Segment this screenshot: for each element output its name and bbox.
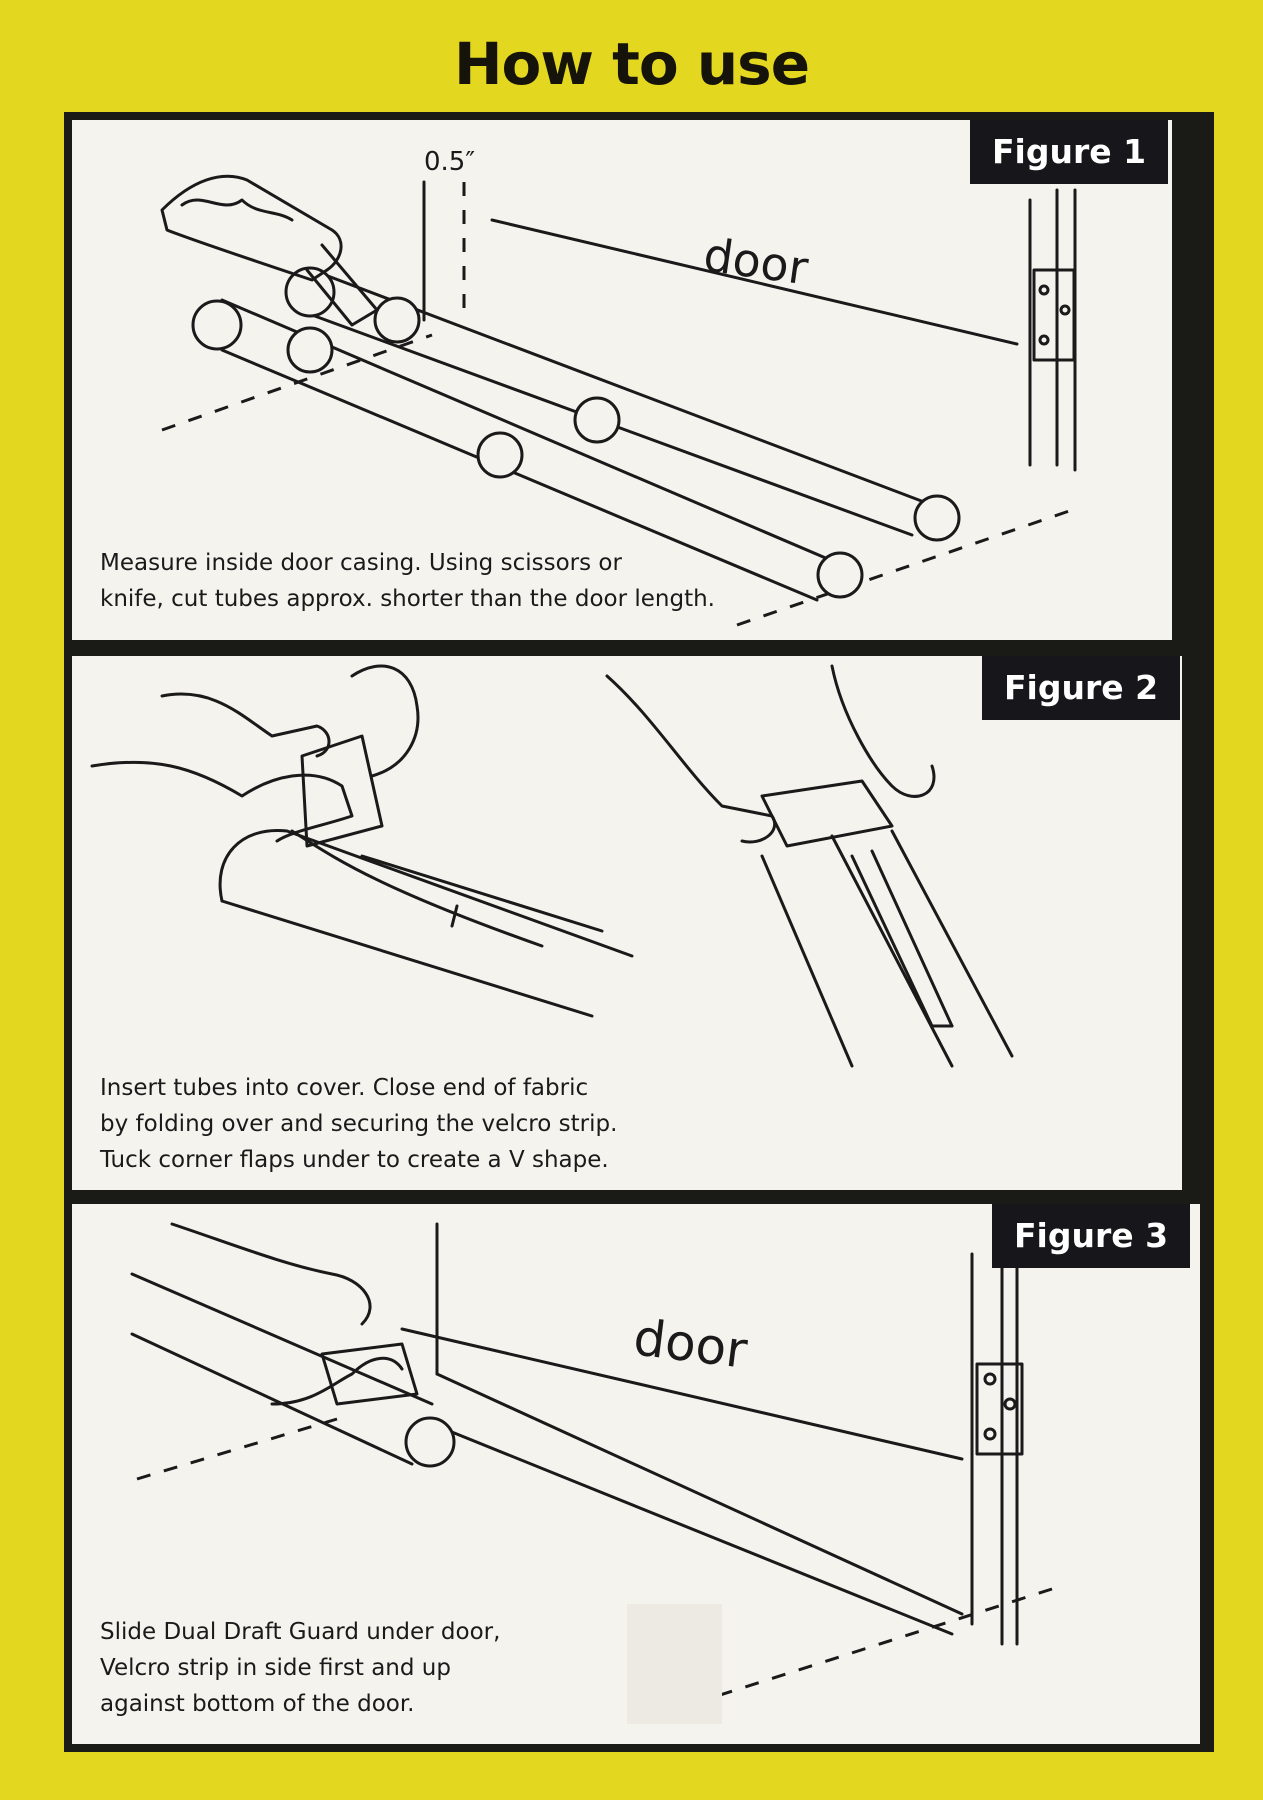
guard-outline bbox=[130, 1332, 414, 1466]
tube-end bbox=[191, 299, 243, 351]
figure-3-badge: Figure 3 bbox=[992, 1204, 1191, 1268]
tube-outline bbox=[360, 854, 604, 933]
figure-2-badge: Figure 2 bbox=[982, 656, 1181, 720]
hinge-screw bbox=[1059, 304, 1071, 316]
tube-end bbox=[404, 1416, 456, 1468]
hinge-screw bbox=[1003, 1397, 1017, 1411]
hinge-screw bbox=[983, 1427, 997, 1441]
guard-outline bbox=[130, 1272, 434, 1406]
right-hand-icon bbox=[350, 664, 420, 778]
figure-1-panel: 0.5″ door Figure 1 Measu bbox=[72, 120, 1172, 640]
door-bottom-line bbox=[435, 1372, 964, 1616]
tube-end bbox=[816, 551, 864, 599]
caption-line: Slide Dual Draft Guard under door, bbox=[100, 1619, 501, 1645]
tape-mark bbox=[627, 1604, 722, 1724]
tube-end bbox=[286, 326, 334, 374]
fabric-flap bbox=[300, 734, 384, 848]
figure-3-panel: door Figure 3 Slide Dual Draft Guard und… bbox=[72, 1204, 1200, 1744]
caption-line: Measure inside door casing. Using scisso… bbox=[100, 550, 622, 576]
hinge-icon bbox=[975, 1362, 1024, 1456]
door-label: door bbox=[631, 1308, 751, 1379]
guard-outline bbox=[760, 854, 854, 1068]
velcro-mark bbox=[450, 904, 459, 928]
caption-line: Tuck corner flaps under to create a V sh… bbox=[100, 1147, 609, 1173]
figure-3-illustration: door bbox=[130, 1222, 1053, 1724]
guard-outline bbox=[430, 1422, 954, 1636]
figure-1-caption: Measure inside door casing. Using scisso… bbox=[100, 545, 715, 617]
knife-grip bbox=[180, 198, 294, 222]
caption-line: knife, cut tubes approx. shorter than th… bbox=[100, 586, 715, 612]
guard-outline bbox=[890, 829, 1014, 1058]
left-hand-icon bbox=[605, 674, 776, 844]
knife-blade bbox=[305, 243, 379, 327]
caption-line: Insert tubes into cover. Close end of fa… bbox=[100, 1075, 589, 1101]
knife-icon bbox=[160, 174, 343, 282]
floor-dashed-line bbox=[136, 1417, 338, 1481]
caption-line: Velcro strip in side first and up bbox=[100, 1655, 451, 1681]
tube-end bbox=[284, 266, 336, 318]
hinge-icon bbox=[1032, 268, 1076, 362]
tube-outline bbox=[220, 348, 819, 602]
tube-end bbox=[573, 396, 621, 444]
figure-2-caption: Insert tubes into cover. Close end of fa… bbox=[100, 1070, 617, 1178]
right-hand-icon bbox=[830, 664, 936, 798]
hand-icon bbox=[270, 1356, 404, 1406]
hinge-screw bbox=[1038, 334, 1050, 346]
caption-line: by folding over and securing the velcro … bbox=[100, 1111, 618, 1137]
figure-3-caption: Slide Dual Draft Guard under door, Velcr… bbox=[100, 1614, 500, 1722]
tube-outline bbox=[290, 829, 544, 948]
hand-icon bbox=[170, 1222, 372, 1326]
tube-end bbox=[913, 494, 961, 542]
measure-label: 0.5″ bbox=[424, 147, 475, 177]
tube-outline bbox=[220, 899, 594, 1018]
left-hand-icon bbox=[160, 692, 331, 758]
door-bottom-line bbox=[490, 218, 1019, 346]
page-title: How to use bbox=[453, 30, 810, 98]
velcro-strip bbox=[850, 854, 934, 1028]
figure-2-panel: Figure 2 Insert tubes into cover. Close … bbox=[72, 656, 1182, 1190]
tube-end bbox=[373, 296, 421, 344]
figure-1-illustration: 0.5″ door bbox=[160, 147, 1077, 627]
hinge-screw bbox=[983, 1372, 997, 1386]
floor-dashed-line bbox=[691, 1587, 1053, 1706]
figure-1-badge: Figure 1 bbox=[970, 120, 1169, 184]
tube-outline bbox=[218, 828, 634, 958]
left-hand-icon bbox=[90, 760, 354, 843]
velcro-strip bbox=[870, 849, 954, 1028]
fabric-fold bbox=[760, 779, 894, 848]
velcro-flap bbox=[320, 1342, 419, 1406]
guard-outline bbox=[830, 834, 954, 1068]
hinge-screw bbox=[1038, 284, 1050, 296]
figure-2-illustration bbox=[90, 664, 1014, 1068]
door-bottom-line bbox=[400, 1327, 964, 1461]
door-label: door bbox=[700, 227, 811, 295]
floor-dashed-line bbox=[736, 508, 1073, 627]
tube-end bbox=[476, 431, 524, 479]
caption-line: against bottom of the door. bbox=[100, 1691, 415, 1717]
